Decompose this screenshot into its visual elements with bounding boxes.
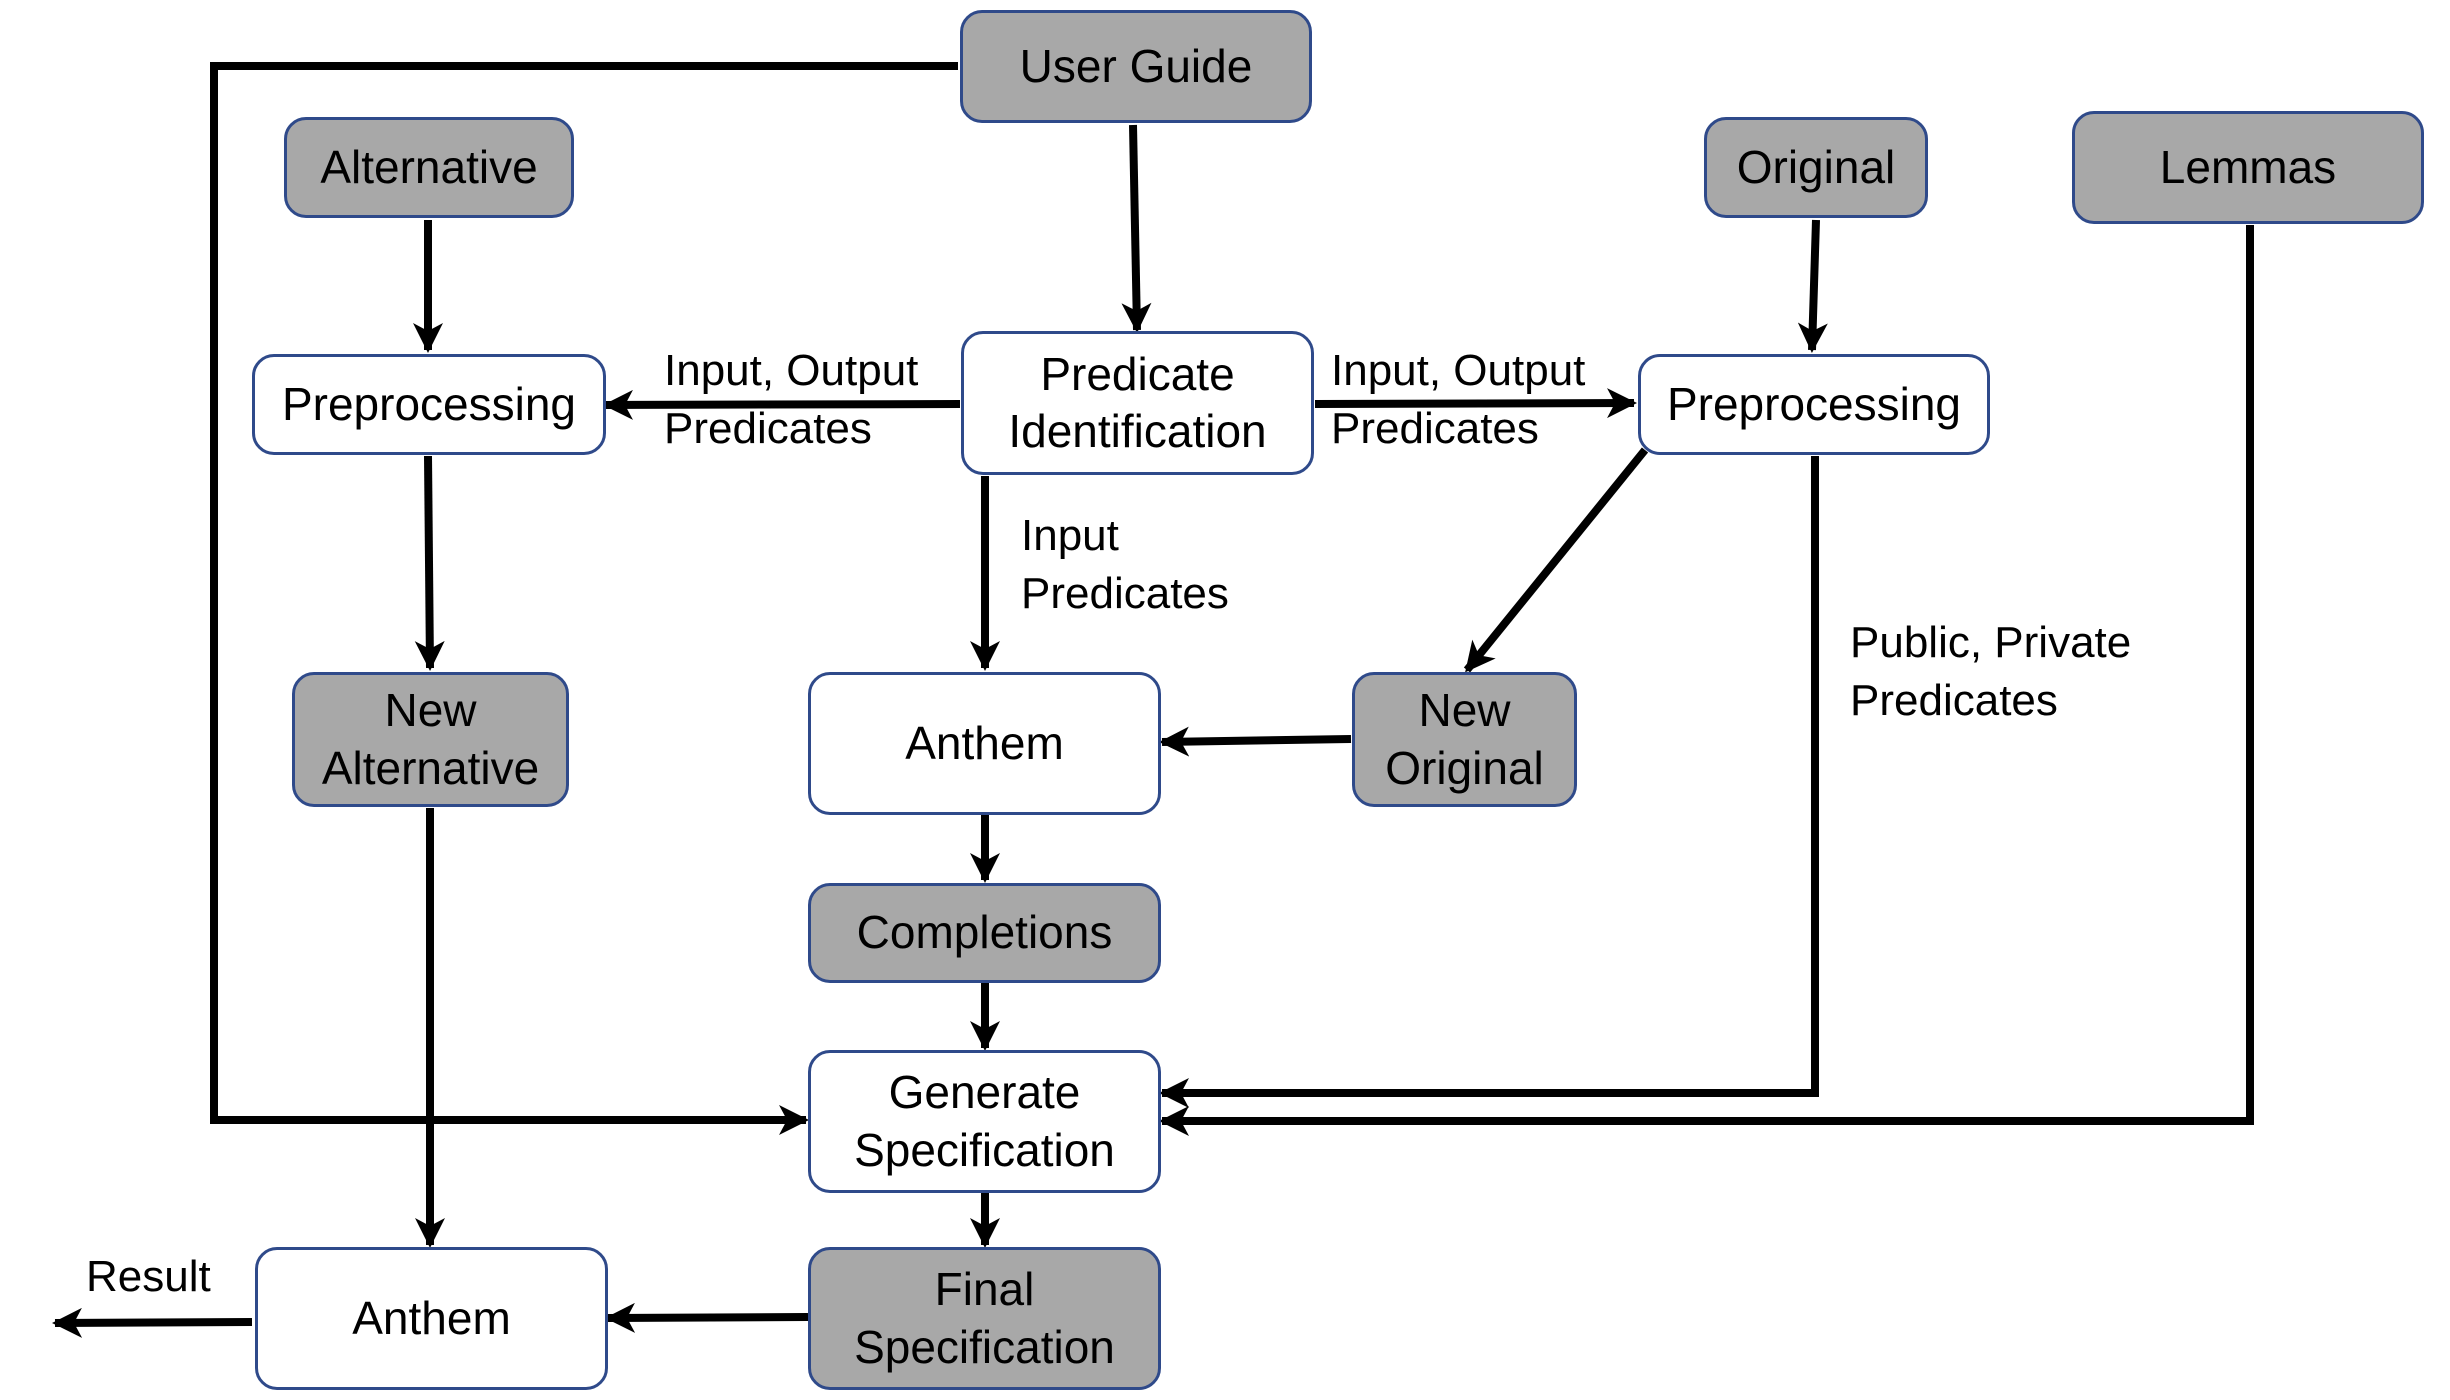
edge-preprocessing-to-new-original (1463, 447, 1649, 673)
label-public-private-predicates: Public, Private Predicates (1850, 618, 2132, 726)
edge-new-original-to-anthem (1159, 726, 1352, 757)
node-final-specification: Final Specification (808, 1247, 1161, 1390)
edge-lemmas-to-generate (1159, 225, 2254, 1136)
node-generate-specification: Generate Specification (808, 1050, 1161, 1193)
label-result: Result (86, 1252, 211, 1301)
node-completions: Completions (808, 883, 1161, 983)
edge-userguide-to-predicate (1121, 124, 1152, 333)
node-preprocessing-left: Preprocessing (252, 354, 606, 455)
label-input-predicates: Input Predicates (1021, 511, 1229, 619)
node-alternative: Alternative (284, 117, 574, 218)
node-lemmas: Lemmas (2072, 111, 2424, 224)
label-io-predicates-left: Input, Output Predicates (664, 346, 919, 454)
edge-final-to-anthem (605, 1302, 809, 1333)
label-io-predicates-right: Input, Output Predicates (1331, 346, 1586, 454)
edge-preprocessing-to-new-alternative (414, 455, 445, 671)
edge-original-to-preprocessing (1797, 219, 1828, 353)
edge-predicate-to-preprocessing-left (603, 389, 961, 420)
node-anthem-middle: Anthem (808, 672, 1161, 815)
edge-predicate-to-preprocessing-right (1314, 388, 1637, 419)
node-new-alternative: New Alternative (292, 672, 569, 807)
edge-anthem-to-result (52, 1307, 253, 1338)
node-original: Original (1704, 117, 1928, 218)
node-anthem-bottom: Anthem (255, 1247, 608, 1390)
edge-userguide-to-generate (210, 62, 958, 1135)
edge-preprocessing-to-generate (1159, 456, 1819, 1108)
node-predicate-identification: Predicate Identification (961, 331, 1314, 475)
node-preprocessing-right: Preprocessing (1638, 354, 1990, 455)
node-user-guide: User Guide (960, 10, 1312, 123)
node-new-original: New Original (1352, 672, 1577, 807)
